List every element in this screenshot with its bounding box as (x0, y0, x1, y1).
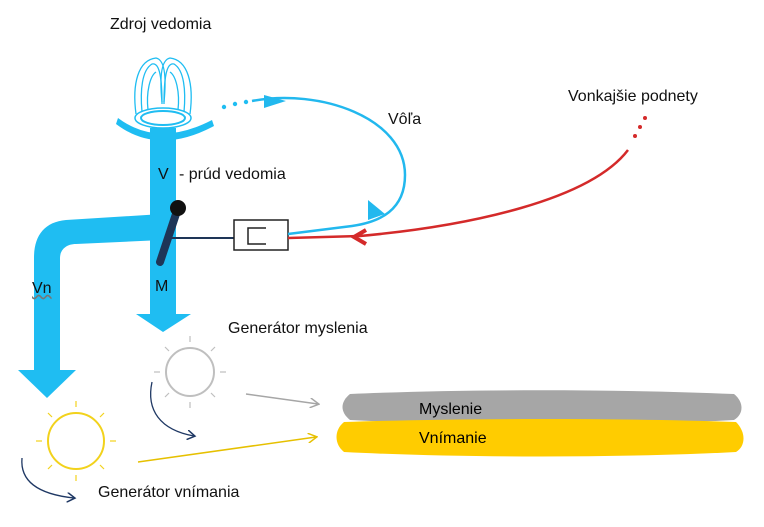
perception-band (336, 419, 744, 457)
perception-generator-icon (36, 401, 116, 481)
perception-band-label: Vnímanie (419, 430, 487, 447)
vn-label: Vn (32, 280, 52, 297)
will-label: Vôľa (388, 111, 422, 128)
thinking-band-label: Myslenie (419, 401, 482, 418)
perception-generator-label: Generátor vnímania (98, 484, 240, 501)
source-label: Zdroj vedomia (110, 16, 212, 33)
stream-letter-label: V (158, 166, 169, 183)
external-stimuli-arrow (287, 116, 647, 246)
perception-rotation-arrow (21, 457, 74, 498)
thinking-rotation-arrow (150, 381, 194, 436)
actuator-box (233, 219, 289, 251)
will-arrow (221, 95, 407, 236)
external-stimuli-label: Vonkajšie podnety (568, 88, 698, 105)
perception-output-arrow (137, 437, 316, 463)
stream-description-label: - prúd vedomia (179, 166, 286, 183)
thinking-band (342, 390, 742, 425)
valve-lever (156, 200, 246, 266)
thinking-output-arrow (245, 393, 318, 404)
thinking-generator-label: Generátor myslenia (228, 320, 368, 337)
m-label: M (155, 278, 169, 295)
thinking-generator-icon (154, 336, 226, 408)
